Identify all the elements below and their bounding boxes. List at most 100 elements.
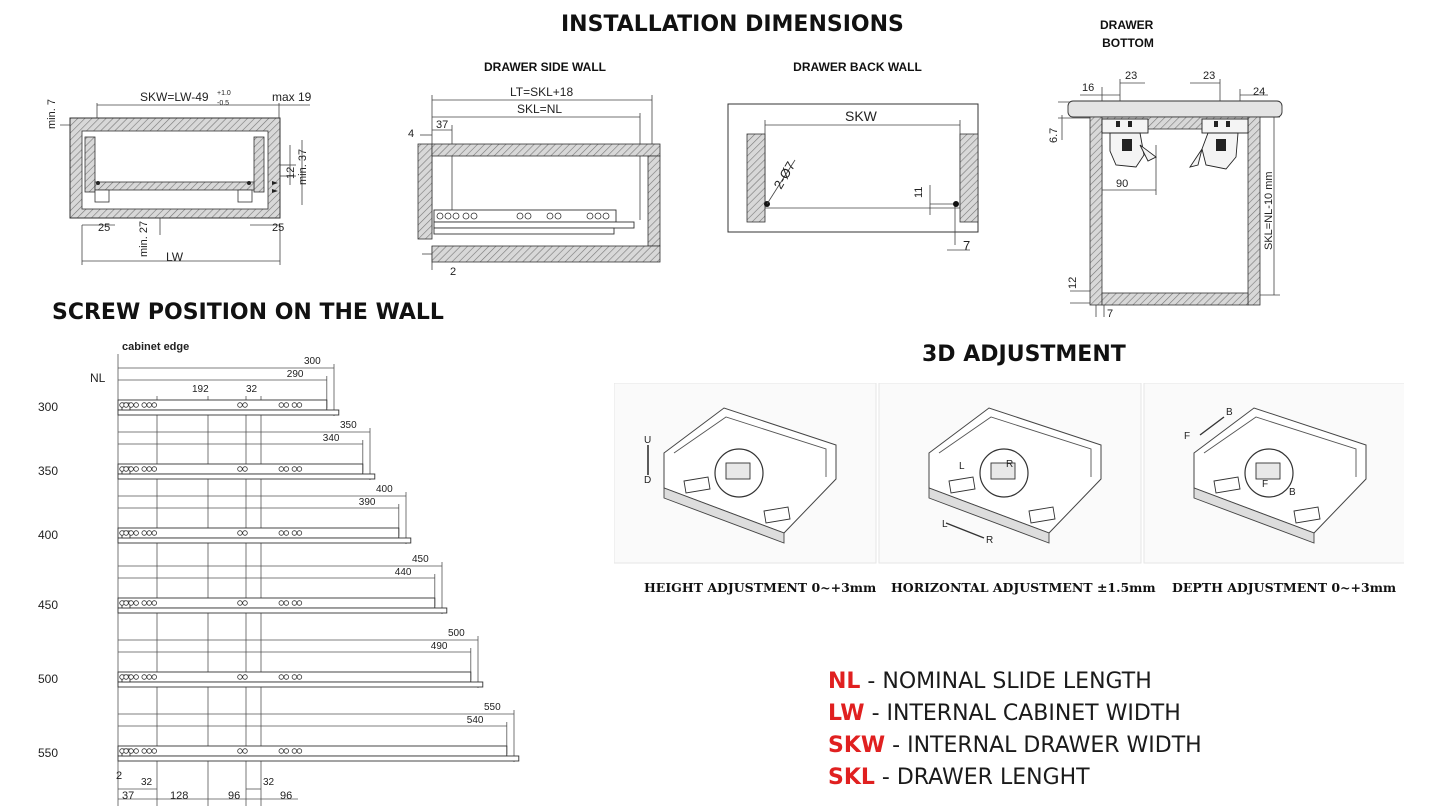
screw-position-chart: cabinet edge NL 192 32 2 32 32 37 128 96… [38, 341, 520, 806]
slide-body [117, 527, 400, 539]
height-adjustment-caption: HEIGHT ADJUSTMENT 0~+3mm [644, 580, 877, 595]
screw-hole [133, 402, 139, 408]
skl-label: SKL=NL [517, 102, 562, 116]
v12-label: 12 [285, 167, 297, 179]
screw-hole [296, 530, 303, 536]
lt-label: LT=SKL+18 [510, 85, 573, 99]
second-dim-value: 440 [395, 567, 412, 578]
screw-hole [128, 530, 134, 536]
screw-title: SCREW POSITION ON THE WALL [52, 300, 444, 325]
lw-label: LW [166, 250, 184, 264]
nl-dim-value: 500 [448, 628, 465, 639]
screw-hole [133, 530, 139, 536]
legend-desc: - DRAWER LENGHT [874, 765, 1090, 790]
legend-abbr: LW [828, 701, 865, 726]
slide-body [117, 745, 508, 757]
second-dim-value: 390 [359, 497, 376, 508]
screw-hole [296, 748, 303, 754]
screw-hole [146, 530, 152, 536]
screw-hole [242, 466, 248, 472]
slide-rail [117, 537, 412, 544]
d37-label: 37 [436, 119, 448, 131]
drawer-front [663, 487, 785, 544]
nl-dim-value: 300 [304, 356, 321, 367]
screw-hole [242, 402, 248, 408]
screw-hole [278, 466, 284, 472]
screw-hole [133, 466, 139, 472]
legend-abbr: SKL [828, 765, 875, 790]
nl-row-label: 300 [38, 400, 58, 414]
d90-label: 90 [1116, 178, 1128, 190]
screw-hole [141, 600, 147, 606]
screw-hole [283, 674, 290, 680]
drawer-inner [938, 416, 1092, 477]
slide-rail [117, 473, 376, 480]
back-wall-subtitle: DRAWER BACK WALL [793, 60, 922, 74]
second-dim-value: 490 [431, 641, 448, 652]
left-right-arrow [945, 522, 985, 539]
dim-96-a: 96 [228, 790, 240, 802]
screw-hole [146, 674, 152, 680]
screw-hole [151, 748, 157, 754]
nl-dim-value: 450 [412, 554, 429, 565]
legend-item-skl: SKL - DRAWER LENGHT [828, 762, 1202, 794]
drawer-front [1193, 487, 1315, 544]
h25-right: 25 [272, 222, 284, 234]
adjust-mark: L [942, 519, 948, 530]
screw-hole [146, 600, 152, 606]
adjust-mark: F [1262, 479, 1268, 490]
d16-label: 16 [1082, 82, 1094, 94]
legend-abbr: SKW [828, 733, 886, 758]
screw-hole [237, 402, 243, 408]
nl-row-label: 500 [38, 672, 58, 686]
screw-hole [283, 600, 290, 606]
screw-hole [128, 402, 134, 408]
screw-hole [283, 466, 290, 472]
screw-hole [296, 600, 303, 606]
screw-hole [291, 530, 298, 536]
legend-item-skw: SKW - INTERNAL DRAWER WIDTH [828, 730, 1202, 762]
abbreviation-legend: NL - NOMINAL SLIDE LENGTH LW - INTERNAL … [828, 666, 1202, 794]
nl-dim-value: 350 [340, 420, 357, 431]
screw-hole [242, 748, 248, 754]
adjuster-detail [1255, 462, 1281, 480]
screw-hole [278, 530, 284, 536]
slide-rail [117, 409, 340, 416]
back-d7-label: 7 [963, 238, 970, 253]
front-back-arrow [1199, 416, 1225, 436]
screw-hole [278, 600, 284, 606]
side-wall-subtitle: DRAWER SIDE WALL [484, 60, 606, 74]
slide-body [117, 597, 436, 609]
d24-label: 24 [1253, 86, 1265, 98]
legend-item-lw: LW - INTERNAL CABINET WIDTH [828, 698, 1202, 730]
d67-label: 6.7 [1048, 128, 1060, 143]
adjust-mark: F [1184, 431, 1190, 442]
screw-hole [151, 466, 157, 472]
screw-hole [296, 402, 303, 408]
legend-desc: - INTERNAL CABINET WIDTH [864, 701, 1181, 726]
screw-hole [242, 674, 248, 680]
screw-hole [146, 466, 152, 472]
screw-hole [123, 674, 129, 680]
clip-right [1028, 506, 1056, 524]
screw-hole [291, 600, 298, 606]
screw-hole [237, 530, 243, 536]
dim-37: 37 [122, 790, 134, 802]
adjuster-detail [990, 462, 1016, 480]
screw-hole [133, 674, 139, 680]
screw-hole [296, 466, 303, 472]
screw-hole [128, 748, 134, 754]
bottom-subtitle-2: BOTTOM [1102, 36, 1154, 50]
dim-2: 2 [116, 770, 122, 782]
max19-label: max 19 [272, 90, 312, 104]
d23b-label: 23 [1203, 70, 1215, 82]
screw-hole [291, 466, 298, 472]
screw-hole [146, 402, 152, 408]
screw-hole [283, 402, 290, 408]
